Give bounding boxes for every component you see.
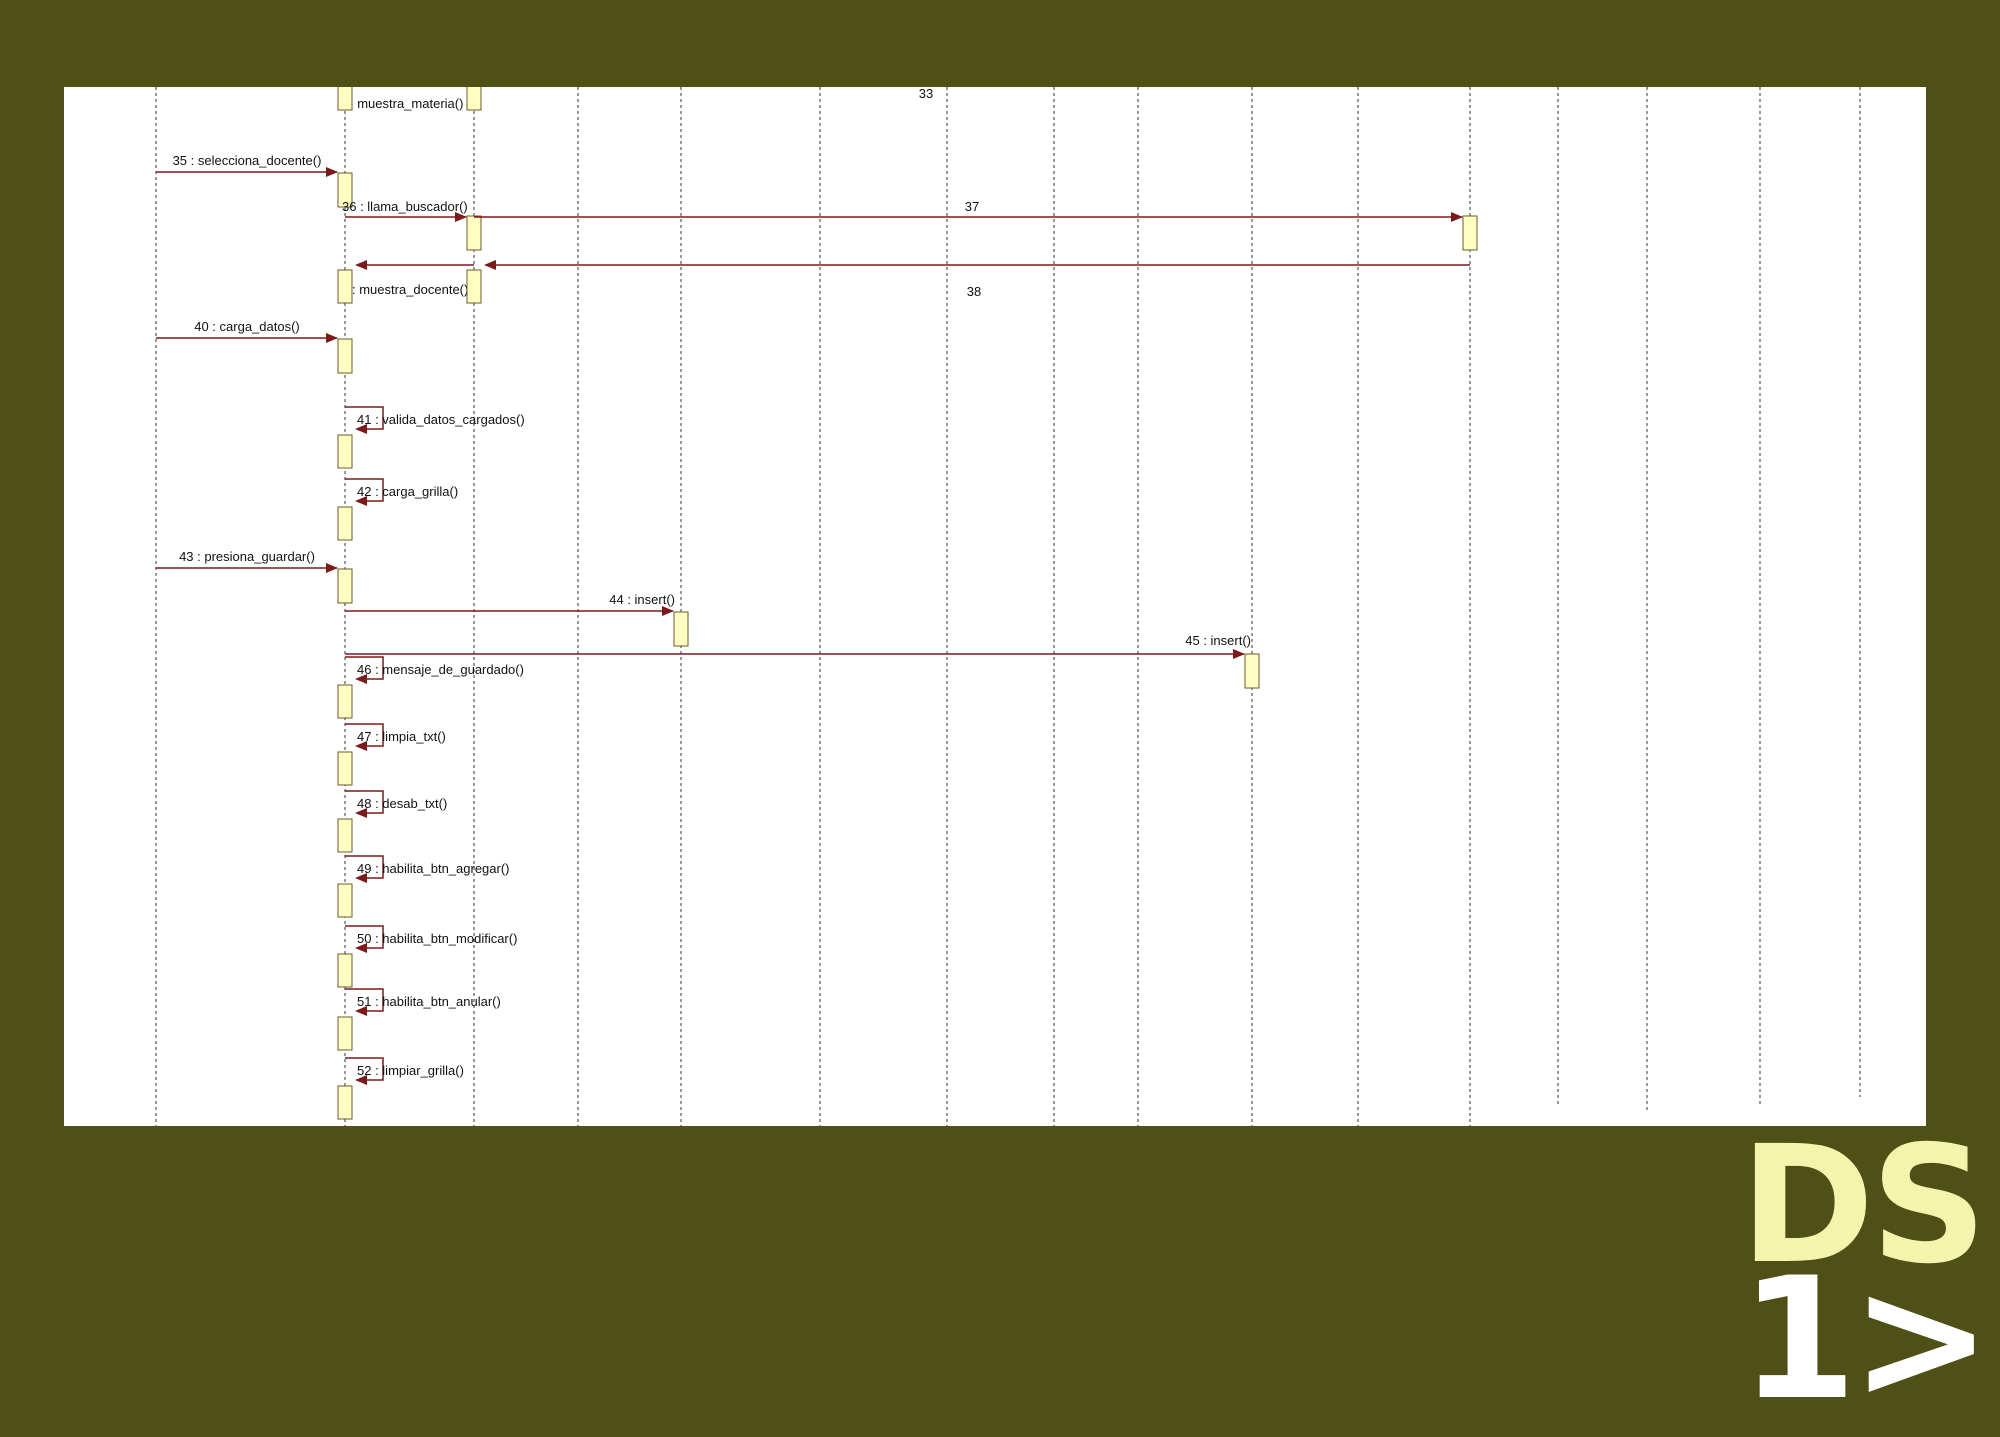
message-label: : muestra_materia() bbox=[350, 96, 463, 111]
activation-box bbox=[337, 751, 353, 786]
message-label: 37 bbox=[965, 199, 979, 214]
self-message-loop bbox=[345, 790, 384, 814]
self-message-loop bbox=[345, 656, 384, 680]
message-label: 47 : limpia_txt() bbox=[357, 729, 446, 744]
activation-box bbox=[337, 338, 353, 374]
self-message-loop bbox=[345, 406, 384, 430]
message-label: 50 : habilita_btn_modificar() bbox=[357, 931, 517, 946]
message-label: 45 : insert() bbox=[1185, 633, 1251, 648]
message-arrowhead bbox=[1233, 649, 1245, 659]
activation-box bbox=[337, 818, 353, 853]
message-label: 44 : insert() bbox=[609, 592, 675, 607]
message-arrowhead bbox=[355, 1075, 367, 1085]
activation-box bbox=[466, 269, 482, 304]
message-label: 33 bbox=[919, 87, 933, 101]
activation-box bbox=[337, 269, 353, 304]
sequence-diagram-canvas: : muestra_materia() 33 35 : selecciona_doc… bbox=[155, 87, 1861, 1126]
logo-number: 1> bbox=[1740, 1241, 1992, 1437]
message-arrowhead bbox=[355, 424, 367, 434]
self-message-loop bbox=[345, 1057, 384, 1081]
activation-box bbox=[337, 1085, 353, 1120]
message-label: 52 : limpiar_grilla() bbox=[357, 1063, 464, 1078]
activation-box bbox=[1244, 653, 1260, 689]
logo-ds: DS bbox=[1740, 1112, 1987, 1300]
message-label: 53 : cierra_conexion() bbox=[392, 1125, 518, 1126]
activation-box bbox=[673, 611, 689, 647]
message-arrowhead bbox=[355, 943, 367, 953]
sequence-diagram: : muestra_materia() 33 35 : selecciona_doc… bbox=[64, 87, 1926, 1126]
activation-box bbox=[337, 684, 353, 719]
activation-box bbox=[466, 87, 482, 111]
message-label: : muestra_docente() bbox=[352, 282, 468, 297]
message-label: 49 : habilita_btn_agregar() bbox=[357, 861, 510, 876]
message-arrowhead bbox=[326, 563, 338, 573]
self-message-loop bbox=[345, 723, 384, 747]
message-label: 36 : llama_buscador() bbox=[342, 199, 468, 214]
message-arrowhead bbox=[355, 873, 367, 883]
message-arrowhead bbox=[355, 496, 367, 506]
activation-box bbox=[1462, 215, 1478, 251]
activation-box bbox=[337, 953, 353, 988]
message-arrowhead bbox=[326, 167, 338, 177]
message-label: 35 : selecciona_docente() bbox=[173, 153, 322, 168]
self-message-loop bbox=[345, 925, 384, 949]
activation-box bbox=[337, 434, 353, 469]
activation-box bbox=[337, 568, 353, 604]
message-label: 38 bbox=[967, 284, 981, 299]
activation-box bbox=[337, 506, 353, 541]
message-label: 46 : mensaje_de_guardado() bbox=[357, 662, 524, 677]
activation-box bbox=[337, 883, 353, 918]
message-arrowhead bbox=[355, 808, 367, 818]
message-label: 43 : presiona_guardar() bbox=[179, 549, 315, 564]
message-arrowhead bbox=[355, 260, 367, 270]
message-label: 51 : habilita_btn_anular() bbox=[357, 994, 501, 1009]
self-message-loop bbox=[345, 478, 384, 502]
self-message-loop bbox=[345, 988, 384, 1012]
activation-box bbox=[337, 87, 353, 111]
activation-box bbox=[337, 1016, 353, 1051]
self-message-loop bbox=[345, 855, 384, 879]
message-label: 42 : carga_grilla() bbox=[357, 484, 458, 499]
message-arrowhead bbox=[355, 1006, 367, 1016]
message-arrowhead bbox=[1451, 212, 1463, 222]
message-label: 48 : desab_txt() bbox=[357, 796, 447, 811]
message-arrowhead bbox=[355, 741, 367, 751]
message-arrowhead bbox=[662, 606, 674, 616]
message-label: 40 : carga_datos() bbox=[194, 319, 300, 334]
activation-box bbox=[466, 215, 482, 251]
message-arrowhead bbox=[326, 333, 338, 343]
message-arrowhead bbox=[455, 212, 467, 222]
message-label: 41 : valida_datos_cargados() bbox=[357, 412, 525, 427]
message-arrowhead bbox=[355, 674, 367, 684]
activation-box bbox=[337, 172, 353, 208]
message-arrowhead bbox=[484, 260, 496, 270]
